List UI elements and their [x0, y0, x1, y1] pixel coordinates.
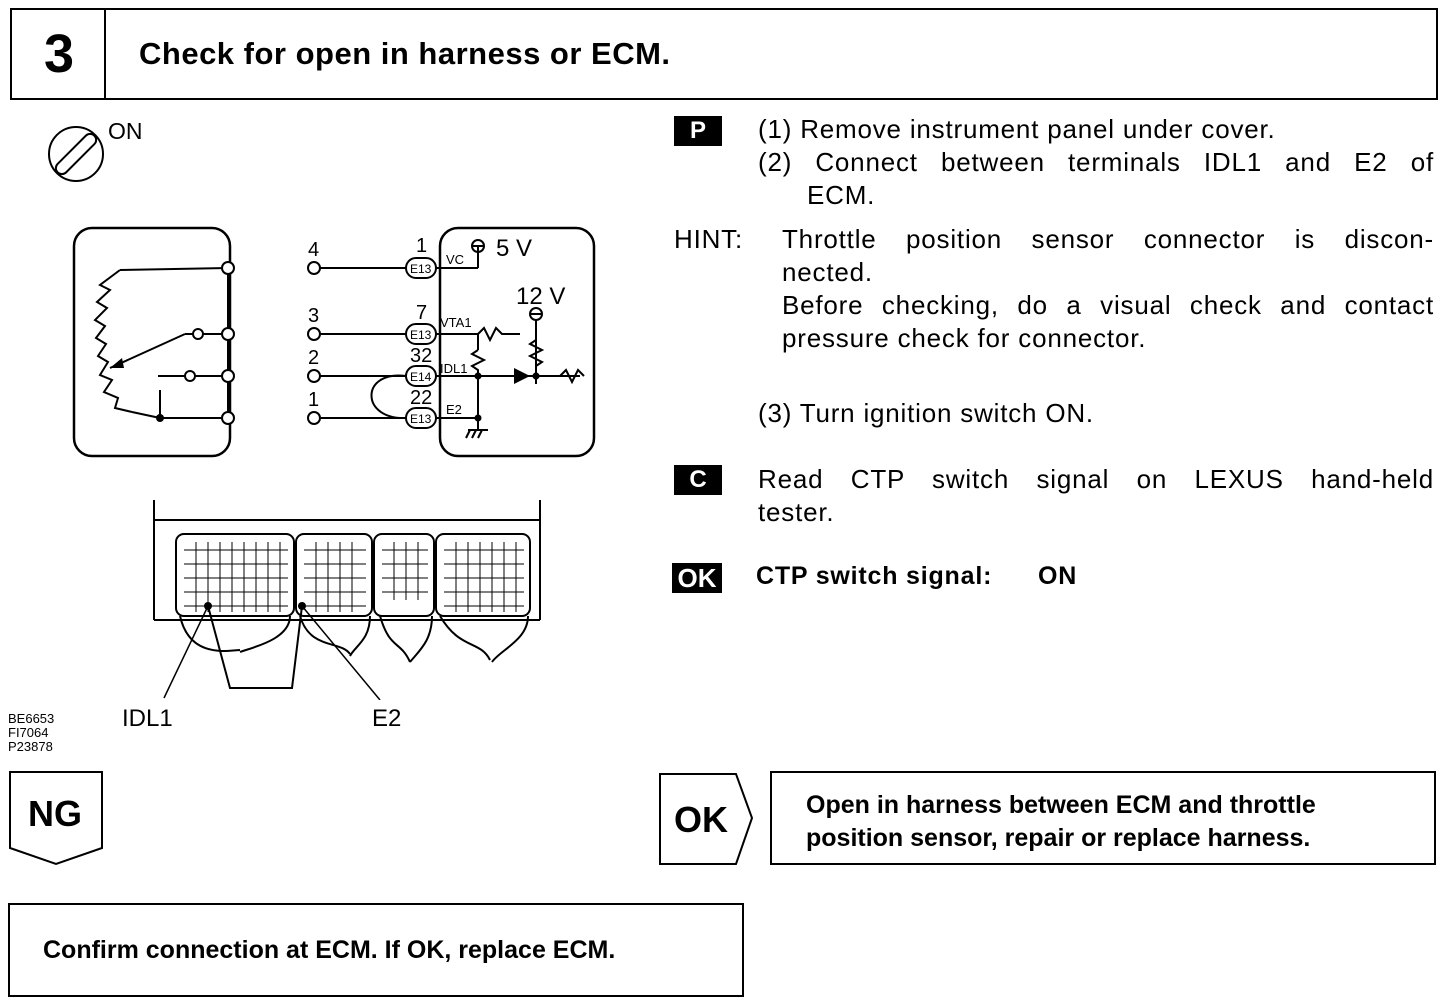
ecm-pin: 7: [416, 302, 427, 324]
ok-result-line-1: Open in harness between ECM and throttle: [806, 791, 1316, 819]
ecm-pin: 1: [416, 235, 427, 257]
ok-result-line-2: position sensor, repair or replace harne…: [806, 824, 1311, 852]
voltage-5v: 5 V: [496, 235, 532, 262]
procedure-step-3: (3) Turn ignition switch ON.: [758, 398, 1094, 428]
ecm-connector-illustration: [153, 500, 541, 700]
ng-result-text: Confirm connection at ECM. If OK, replac…: [43, 935, 616, 964]
procedure-step-2-cont: ECM.: [807, 180, 876, 210]
hint-line-1-cont: nected.: [782, 257, 873, 287]
badge-c: C: [674, 465, 722, 495]
sensor-pin: 1: [308, 389, 319, 411]
connector-label: E14: [410, 370, 432, 384]
terminal-label: VTA1: [440, 315, 472, 330]
figure-code: BE6653: [8, 711, 55, 726]
terminal-label: IDL1: [440, 361, 467, 376]
sensor-pin: 4: [308, 239, 319, 261]
connector-label: E13: [410, 262, 432, 276]
ok-result-box: Open in harness between ECM and throttle…: [770, 771, 1436, 865]
badge-p: P: [674, 116, 722, 146]
step-title: Check for open in harness or ECM.: [104, 8, 1438, 100]
step-number: 3: [10, 8, 106, 100]
connector-label: E13: [410, 412, 432, 426]
ecm-label-e2: E2: [372, 705, 402, 732]
check-line-2: tester.: [758, 497, 835, 527]
ng-label: NG: [28, 793, 82, 834]
ok-shape: [659, 773, 754, 865]
hint-line-1: Throttle position sensor connector is di…: [782, 224, 1434, 254]
voltage-12v: 12 V: [516, 283, 565, 310]
procedure-step-1: (1) Remove instrument panel under cover.: [758, 114, 1276, 144]
hint-label: HINT:: [674, 224, 743, 254]
hint-line-2-cont: pressure check for connector.: [782, 323, 1147, 353]
sensor-pin: 3: [308, 305, 319, 327]
ng-shape: [9, 771, 103, 866]
wiring-diagram: 4 3 2 1 E13 E13 E14 E13 1 7 32 22 VC VTA…: [72, 226, 596, 458]
procedure-step-2: (2) Connect between terminals IDL1 and E…: [758, 147, 1434, 177]
result-value: ON: [1038, 562, 1078, 590]
figure-code: FI7064: [8, 725, 49, 740]
connector-label: E13: [410, 328, 432, 342]
result-label: CTP switch signal:: [756, 562, 993, 590]
figure-code: P23878: [8, 739, 53, 754]
terminal-label: VC: [446, 252, 464, 267]
terminal-label: E2: [446, 402, 462, 417]
ng-result-box: Confirm connection at ECM. If OK, replac…: [8, 903, 744, 997]
sensor-pin: 2: [308, 347, 319, 369]
check-line-1: Read CTP switch signal on LEXUS hand-hel…: [758, 464, 1434, 494]
ok-label: OK: [674, 799, 728, 840]
ecm-pin: 32: [410, 345, 432, 367]
badge-ok: OK: [672, 563, 722, 593]
hint-line-2: Before checking, do a visual check and c…: [782, 290, 1434, 320]
ecm-label-idl1: IDL1: [122, 705, 173, 732]
ignition-label: ON: [108, 118, 143, 144]
ignition-key-icon: [48, 126, 104, 182]
ecm-pin: 22: [410, 387, 432, 409]
